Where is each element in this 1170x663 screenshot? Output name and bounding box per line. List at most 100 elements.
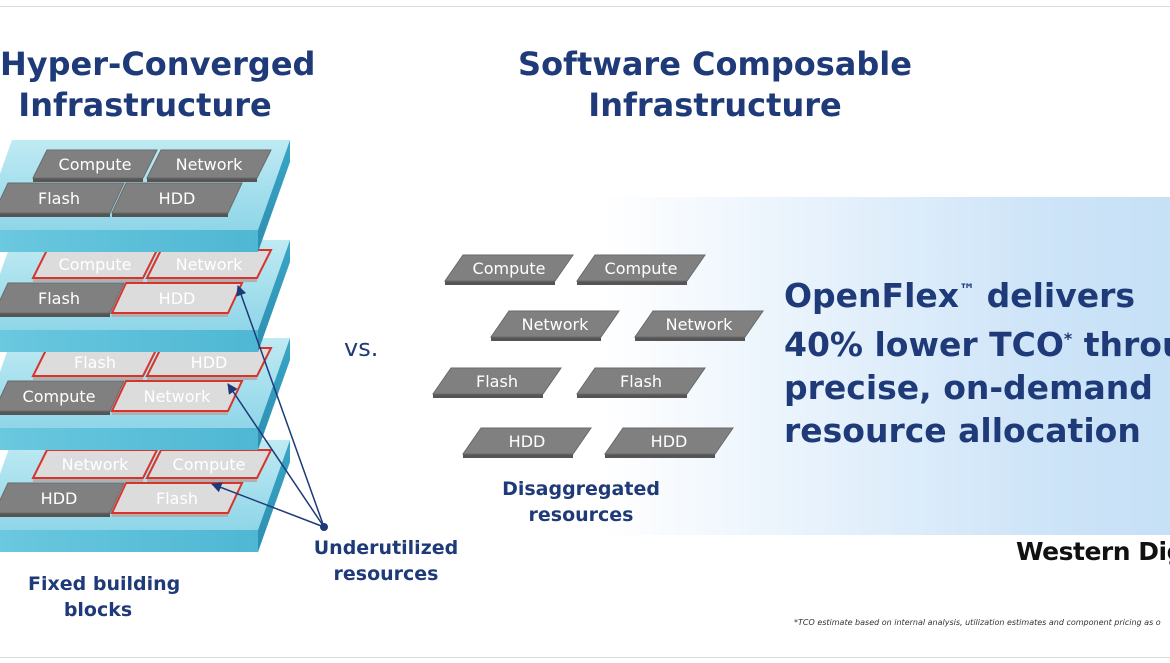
highlight-gradient-panel [600,197,1170,535]
hci-title-line2: Infrastructure [18,86,272,124]
disaggregated-tile: Network [634,310,764,341]
fixed-blocks-caption: Fixed building blocks [28,571,180,623]
tile-face [432,367,562,395]
hci-title-line1: Hyper-Converged [0,45,316,83]
tile-face [444,254,574,282]
tile-face [32,149,158,179]
resource-tile: Network [145,249,273,282]
underutilized-caption-line1: Underutilized [313,537,459,559]
tile-face [146,149,272,179]
tile-edge [33,178,143,182]
tile-face [0,282,125,314]
tile-label: Compute [473,259,546,278]
tile-face [111,182,243,214]
tile-label: Compute [59,255,132,274]
tile-edge [0,313,110,317]
tile-face [0,482,125,514]
underutilized-caption-line2: resources [333,563,439,585]
tile-face [604,427,734,455]
slab-side [258,338,290,450]
tile-edge [0,513,110,517]
disaggregated-caption-line1: Disaggregated [502,478,660,500]
claim-line3: precise, on-demand [784,368,1153,407]
hci-title: Hyper-Converged Infrastructure [0,44,316,126]
tile-edge [491,337,601,341]
tile-label: Network [666,315,734,334]
disaggregated-tile: Flash [432,367,562,398]
disaggregated-tile: Flash [576,367,706,398]
tile-edge [147,178,257,182]
resource-tile: Network [31,449,159,482]
tile-edge [0,411,110,415]
tile-label: Flash [156,489,198,508]
resource-tile: HDD [111,182,243,217]
tile-label: Flash [38,289,80,308]
resource-tile: HDD [0,482,125,517]
resource-tile: Compute [32,149,158,182]
claim-line1-rest: delivers [975,276,1136,315]
tile-label: Network [176,255,244,274]
tile-face [576,367,706,395]
disaggregated-tile: Network [490,310,620,341]
tile-label: HDD [509,432,546,451]
tile-label: Compute [59,155,132,174]
tile-label: Flash [620,372,662,391]
tile-label: Flash [476,372,518,391]
tile-label: HDD [41,489,78,508]
vs-label: vs. [344,334,379,362]
claim-line1: OpenFlex™ delivers [784,268,1170,317]
tile-face [634,310,764,338]
tile-edge [0,213,110,217]
footnote-star: * [1063,329,1073,348]
resource-tile: Network [110,380,244,415]
tco-footnote: *TCO estimate based on internal analysis… [794,618,1161,627]
tile-edge [605,454,715,458]
underutilized-arrow [227,383,325,528]
tile-label: Flash [74,353,116,372]
slab-front [0,230,258,252]
tile-edge [433,394,543,398]
resource-tile: Flash [31,347,159,380]
tile-edge [112,213,228,217]
tile-label: Flash [38,189,80,208]
fixed-blocks-caption-line2: blocks [63,599,133,621]
resource-tile: Flash [0,282,125,317]
underutilized-arrow [211,482,325,528]
resource-tile: Flash [110,482,244,517]
slab-front [0,428,258,450]
resource-tile: Compute [145,449,273,482]
tile-label: Compute [173,455,246,474]
disaggregated-tile: Compute [444,254,574,285]
disaggregated-tile: Compute [576,254,706,285]
tile-face [462,427,592,455]
resource-tile: Flash [0,182,125,217]
claim-tco: 40% lower TCO [784,325,1064,364]
sci-title-line2: Infrastructure [588,86,842,124]
tile-label: Network [62,455,130,474]
tile-face [110,482,244,514]
claim-line2: 40% lower TCO* throug [784,317,1170,366]
claim-line2-rest: throug [1083,325,1170,364]
slab-side [258,240,290,352]
tile-label: HDD [159,289,196,308]
slab-front [0,530,258,552]
tile-edge [577,281,687,285]
sci-title-line1: Software Composable [518,45,912,83]
tile-label: Compute [23,387,96,406]
disaggregated-tile: HDD [604,427,734,458]
tile-edge [577,394,687,398]
tile-edge [635,337,745,341]
tile-label: Network [176,155,244,174]
tile-label: HDD [159,189,196,208]
claim-brand: OpenFlex [784,276,960,315]
disaggregated-tile: HDD [462,427,592,458]
tile-label: Compute [605,259,678,278]
disaggregated-caption: Disaggregated resources [496,476,666,528]
openflex-claim: OpenFlex™ delivers 40% lower TCO* throug… [784,268,1170,452]
tile-label: Network [522,315,590,334]
disaggregated-caption-line2: resources [528,504,634,526]
